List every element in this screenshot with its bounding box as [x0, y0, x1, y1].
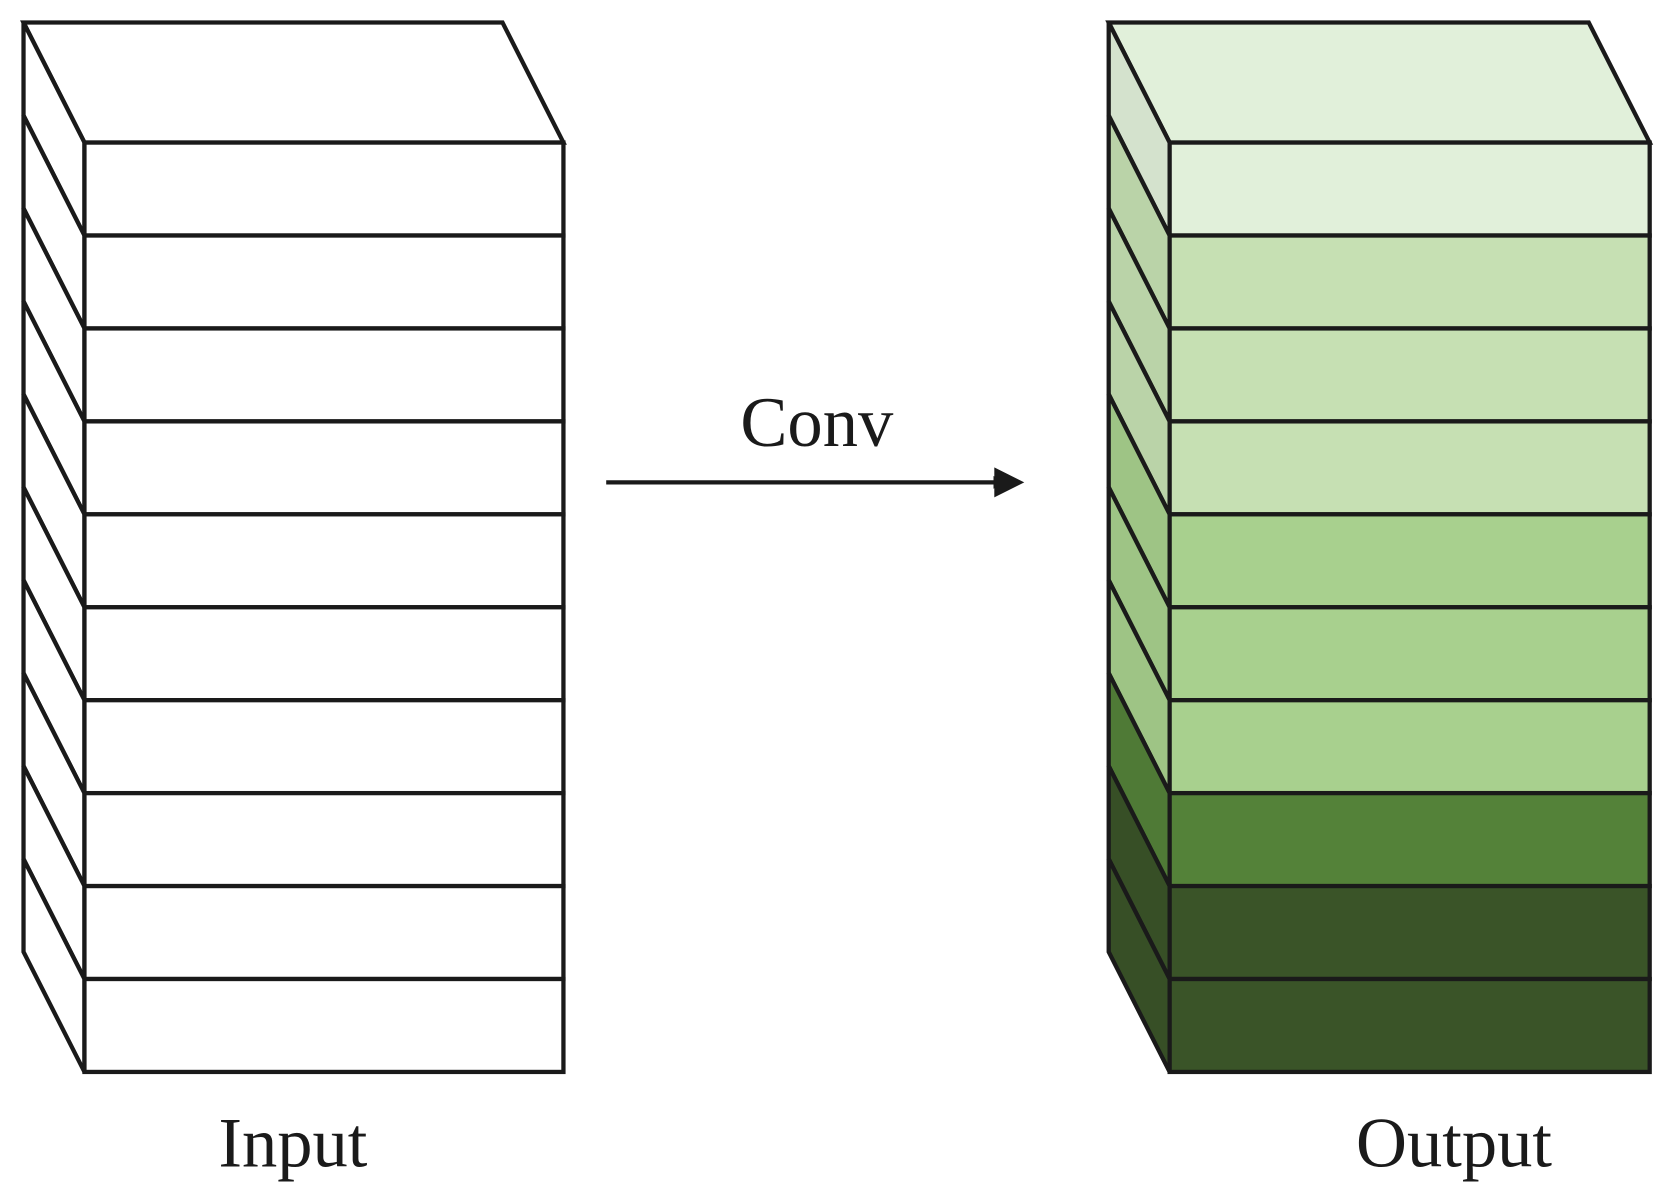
output-layer	[1167, 976, 1652, 1075]
output-layer	[1167, 790, 1652, 889]
output-top-face	[1105, 20, 1654, 145]
input-layer	[82, 698, 566, 796]
input-layer	[82, 976, 566, 1075]
input-layer	[82, 419, 566, 517]
output-label: Output	[1356, 1104, 1552, 1182]
input-layer	[82, 326, 566, 424]
output-layer	[1167, 140, 1652, 238]
output-layer	[1167, 512, 1652, 610]
input-stack	[20, 20, 567, 1075]
input-layer	[82, 233, 566, 331]
output-layer	[1167, 326, 1652, 424]
input-top-face	[20, 20, 567, 145]
operation-label: Conv	[740, 384, 894, 462]
input-layer	[82, 605, 566, 703]
output-layer	[1167, 605, 1652, 703]
output-layer	[1167, 883, 1652, 982]
output-layer	[1167, 419, 1652, 517]
input-layer	[82, 883, 566, 982]
input-label: Input	[218, 1104, 367, 1182]
input-layer	[82, 790, 566, 889]
output-layer	[1167, 233, 1652, 331]
output-stack	[1105, 20, 1654, 1075]
input-layer	[82, 140, 566, 238]
input-layer	[82, 512, 566, 610]
output-layer	[1167, 698, 1652, 796]
conv-arrow-head	[994, 467, 1025, 498]
